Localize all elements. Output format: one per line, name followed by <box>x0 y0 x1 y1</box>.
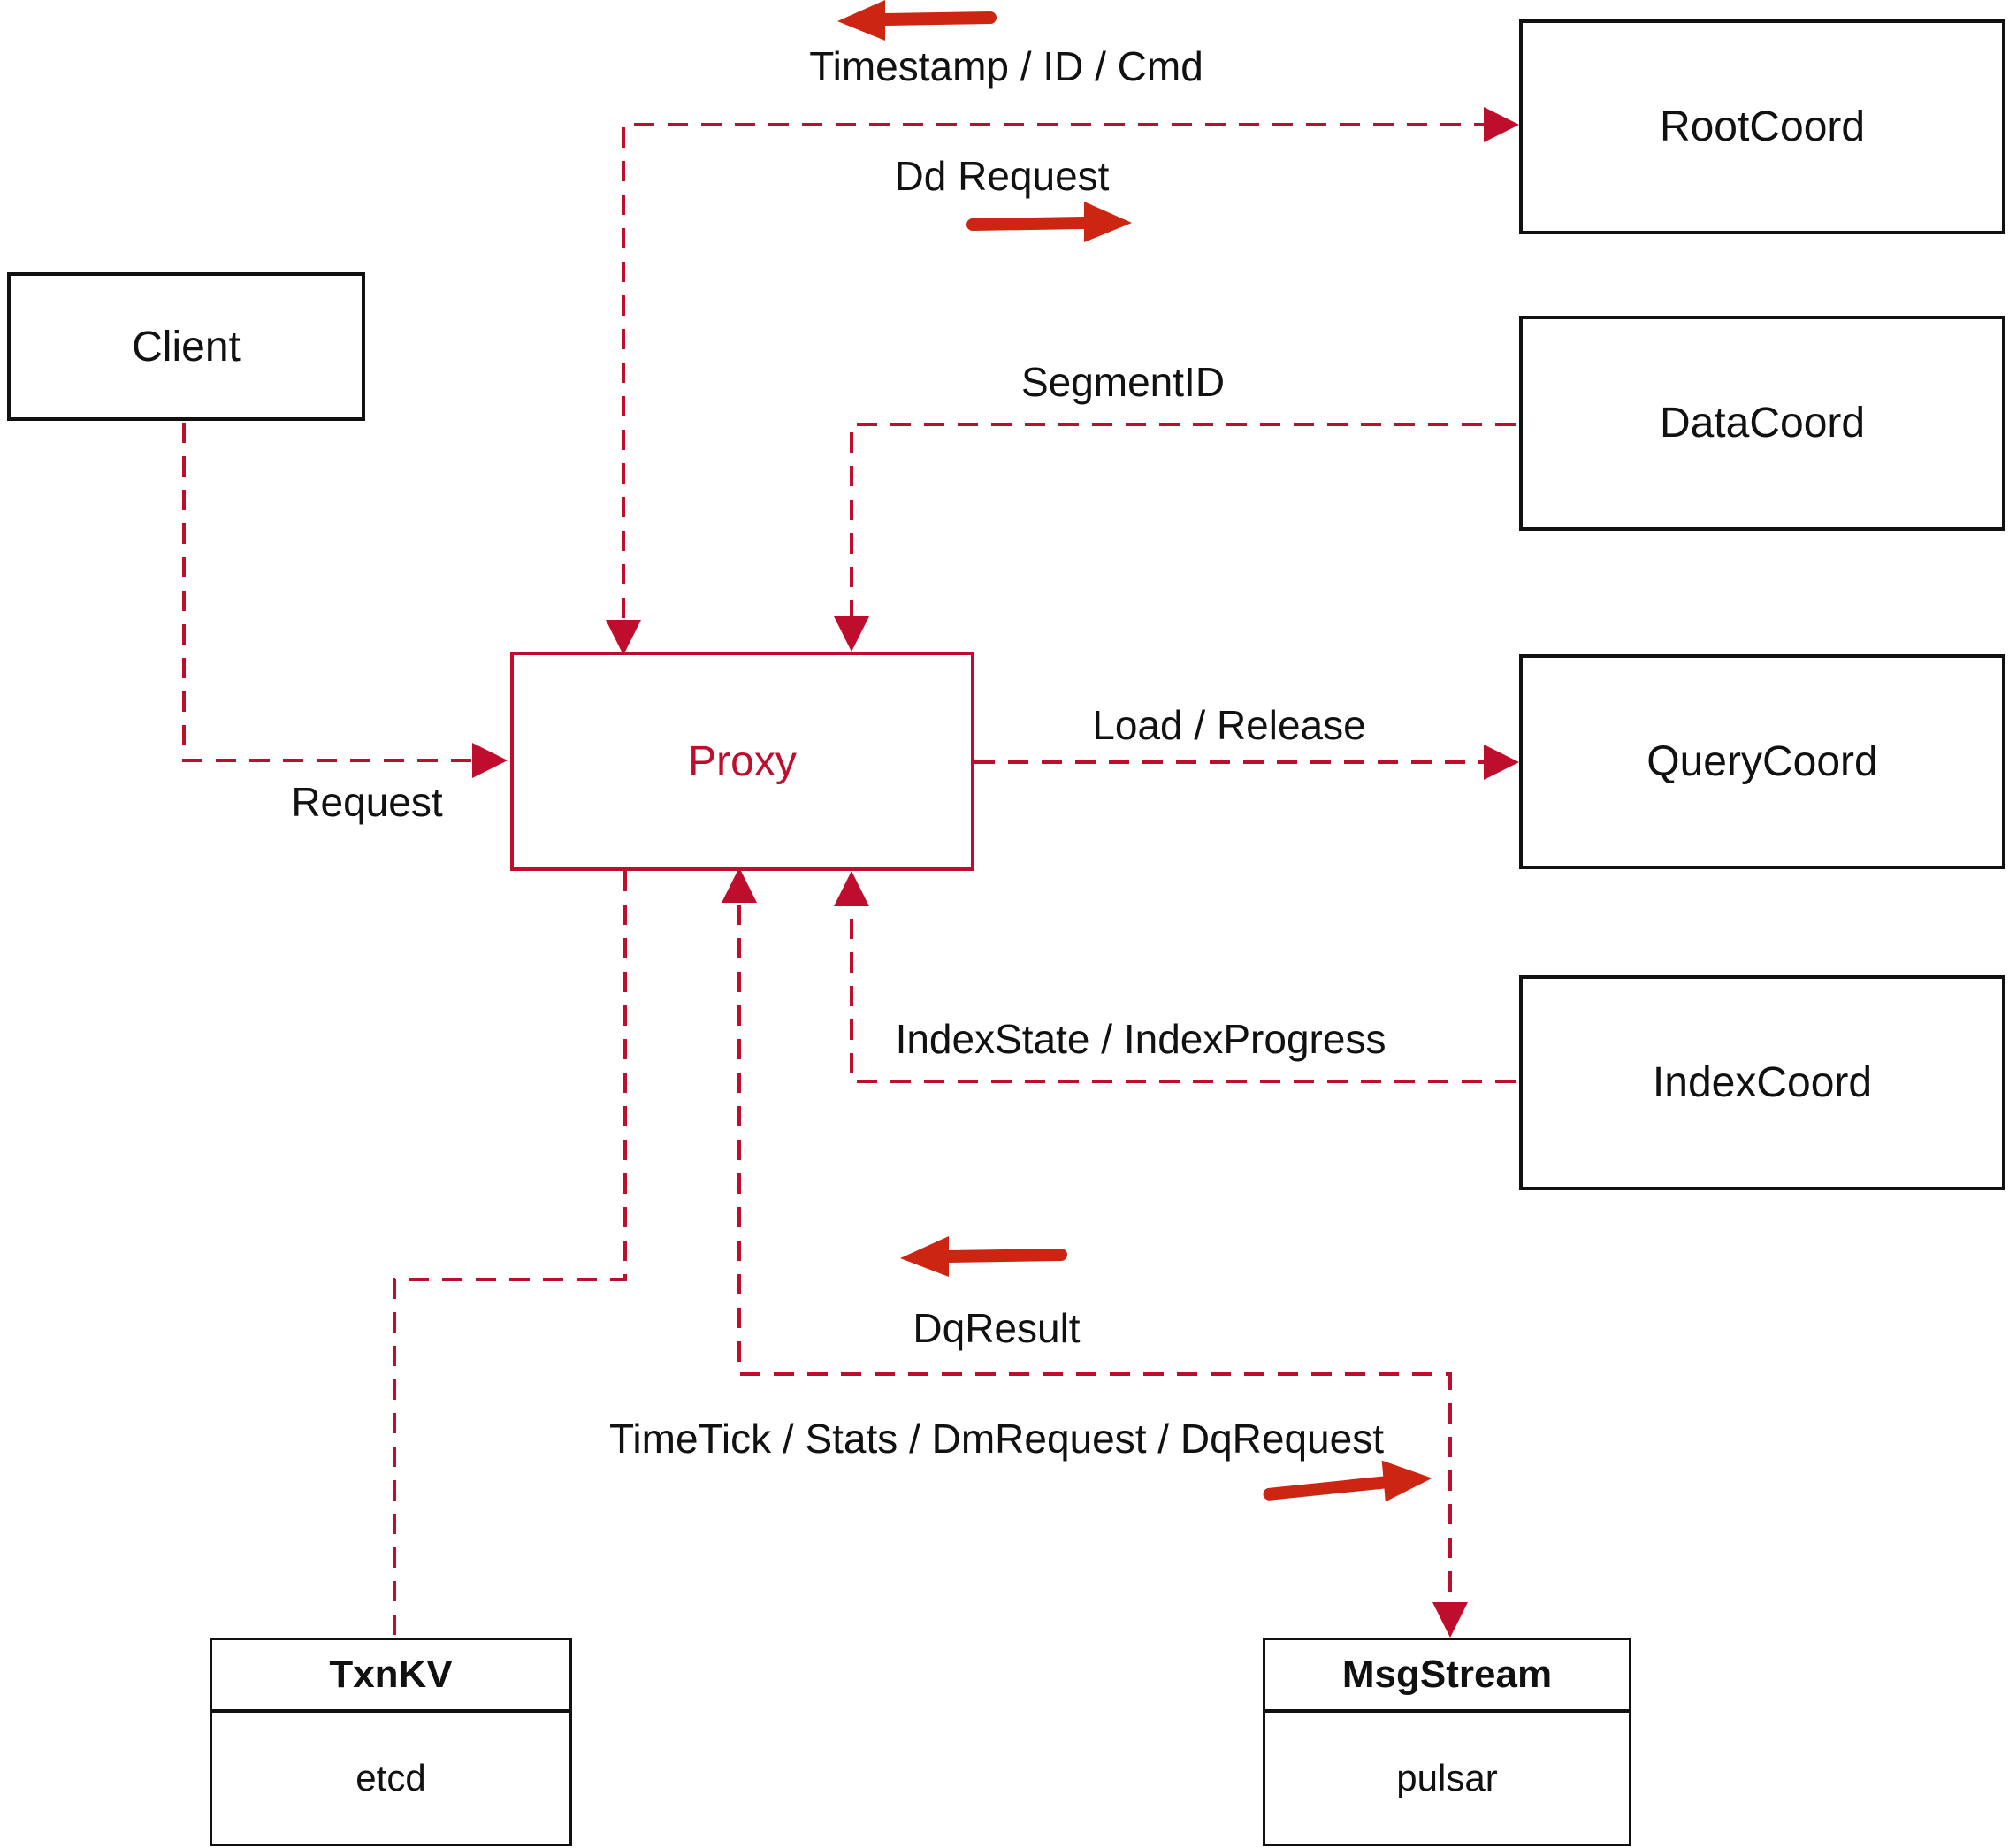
node-msgstream: MsgStream pulsar <box>1263 1638 1631 1846</box>
edge-label-index-state: IndexState / IndexProgress <box>895 1016 1386 1062</box>
node-datacoord-label: DataCoord <box>1659 400 1866 447</box>
edge-label-dq-result: DqResult <box>913 1305 1081 1351</box>
node-indexcoord-label: IndexCoord <box>1652 1059 1873 1106</box>
node-txnkv-title: TxnKV <box>212 1640 569 1713</box>
edge-label-segment-id: SegmentID <box>1020 359 1226 405</box>
client-to-proxy-connector <box>182 423 508 778</box>
node-client: Client <box>7 272 365 421</box>
proxy-txnkv-connector <box>393 871 627 1638</box>
timestamp-direction-left-arrow-icon <box>837 0 997 41</box>
edge-label-load-release: Load / Release <box>1092 702 1366 748</box>
edge-label-dd-request: Dd Request <box>894 153 1110 199</box>
node-client-label: Client <box>132 323 241 370</box>
node-msgstream-title: MsgStream <box>1265 1640 1629 1713</box>
proxy-msgstream-connector <box>722 867 1468 1638</box>
proxy-rootcoord-connector <box>606 107 1519 655</box>
node-indexcoord: IndexCoord <box>1519 975 2005 1190</box>
node-txnkv: TxnKV etcd <box>210 1638 572 1846</box>
node-proxy: Proxy <box>510 652 974 871</box>
node-querycoord: QueryCoord <box>1519 654 2005 869</box>
node-txnkv-impl: etcd <box>355 1757 426 1798</box>
edge-label-request: Request <box>291 779 443 825</box>
node-msgstream-impl: pulsar <box>1396 1757 1498 1798</box>
timetick-direction-right-arrow-icon <box>1263 1460 1432 1502</box>
edge-label-timetick-stats: TimeTick / Stats / DmRequest / DqRequest <box>609 1416 1384 1462</box>
node-datacoord: DataCoord <box>1519 316 2005 531</box>
node-rootcoord-label: RootCoord <box>1659 103 1866 150</box>
node-querycoord-label: QueryCoord <box>1646 738 1878 785</box>
edge-label-timestamp-id-cmd: Timestamp / ID / Cmd <box>809 43 1203 89</box>
node-proxy-label: Proxy <box>688 737 797 785</box>
dq-result-direction-left-arrow-icon <box>900 1236 1067 1277</box>
dd-request-direction-right-arrow-icon <box>966 202 1132 242</box>
node-rootcoord: RootCoord <box>1519 19 2005 234</box>
datacoord-to-proxy-connector <box>834 423 1516 652</box>
